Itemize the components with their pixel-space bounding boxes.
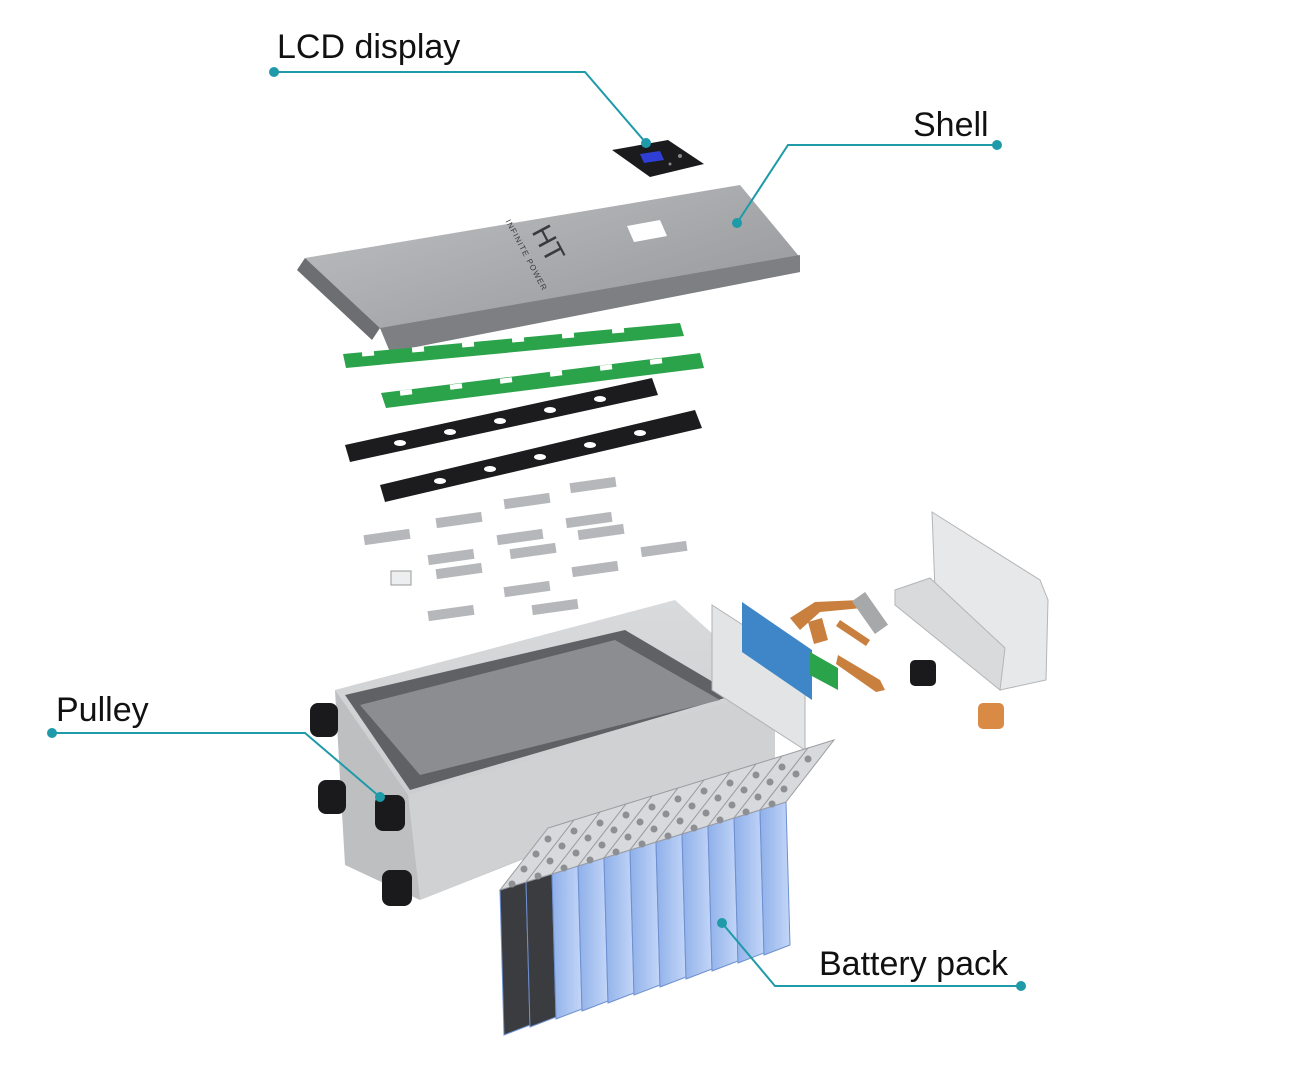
leader-dots — [47, 67, 1026, 991]
cell-terminal — [584, 834, 592, 842]
leader-dot — [641, 138, 651, 148]
cell-terminal — [768, 800, 776, 808]
cell-terminal — [572, 849, 580, 857]
cell-terminal — [596, 819, 604, 827]
battery-cell — [551, 865, 583, 1020]
battery-cell — [629, 841, 661, 996]
battery-pack — [498, 739, 836, 1036]
label-battery-pack: Battery pack — [819, 945, 1008, 983]
shell-cover: HT INFINITE POWER — [297, 185, 800, 352]
copper-bus-parts — [790, 592, 889, 692]
cell-terminal — [702, 809, 710, 817]
label-lcd-display: LCD display — [277, 28, 461, 66]
leader-dot — [732, 218, 742, 228]
label-shell: Shell — [913, 106, 989, 144]
cell-terminal — [610, 826, 618, 834]
battery-cell — [759, 801, 791, 956]
battery-cell — [681, 825, 713, 980]
cell-terminal — [780, 785, 788, 793]
lcd-display-module — [612, 140, 704, 177]
cell-terminal — [558, 842, 566, 850]
battery-cell — [499, 881, 531, 1036]
battery-cell — [525, 873, 557, 1028]
cell-terminal — [792, 770, 800, 778]
leader-dot — [47, 728, 57, 738]
battery-cell — [603, 849, 635, 1004]
cell-terminal — [716, 816, 724, 824]
cell-terminal — [544, 835, 552, 843]
cell-terminal — [742, 808, 750, 816]
mounting-bracket — [894, 511, 1049, 691]
cell-terminal — [664, 832, 672, 840]
cell-terminal — [650, 825, 658, 833]
pulley-wheel — [318, 780, 346, 814]
pcb-strip-1 — [343, 323, 684, 368]
cell-terminal — [598, 841, 606, 849]
cell-terminal — [532, 850, 540, 858]
cell-terminal — [778, 763, 786, 771]
cell-terminal — [570, 827, 578, 835]
cell-terminal — [624, 833, 632, 841]
cell-terminal — [740, 786, 748, 794]
cell-terminal — [534, 872, 542, 880]
battery-cell — [577, 857, 609, 1012]
leader-dot — [717, 918, 727, 928]
cell-terminal — [726, 779, 734, 787]
cell-terminal — [586, 856, 594, 864]
cell-terminal — [674, 795, 682, 803]
cell-terminal — [714, 794, 722, 802]
black-bracket-1 — [345, 378, 658, 462]
cell-terminal — [728, 801, 736, 809]
cell-terminal — [648, 803, 656, 811]
cell-terminal — [754, 793, 762, 801]
cell-terminal — [508, 880, 516, 888]
cell-terminal — [520, 865, 528, 873]
cell-terminal — [636, 818, 644, 826]
leader-lines — [52, 71, 1021, 987]
battery-cell — [707, 817, 739, 972]
battery-cell — [733, 809, 765, 964]
cell-terminal — [676, 817, 684, 825]
pulleys — [310, 703, 412, 906]
cell-terminal — [700, 787, 708, 795]
cell-terminal — [662, 810, 670, 818]
cell-terminal — [612, 848, 620, 856]
bus-bars — [363, 476, 688, 622]
cell-terminal — [766, 778, 774, 786]
leader-lcd — [274, 71, 647, 144]
battery-cell — [655, 833, 687, 988]
cell-terminal — [638, 840, 646, 848]
leader-pulley — [52, 732, 381, 798]
pulley-wheel — [375, 795, 405, 831]
leader-dot — [1016, 981, 1026, 991]
cell-terminal — [804, 755, 812, 763]
cell-terminal — [560, 864, 568, 872]
leader-dot — [269, 67, 279, 77]
leader-battery — [721, 922, 1021, 987]
pulley-wheel — [310, 703, 338, 737]
leader-shell — [736, 144, 997, 224]
label-pulley: Pulley — [56, 691, 149, 729]
cell-terminal — [622, 811, 630, 819]
pulley-wheel — [382, 870, 412, 906]
leader-dot — [375, 792, 385, 802]
terminal-connectors — [910, 660, 1004, 729]
cell-terminal — [546, 857, 554, 865]
pcb-strip-2 — [381, 353, 704, 408]
cell-terminal — [752, 771, 760, 779]
black-bracket-2 — [380, 410, 702, 502]
cell-terminal — [690, 824, 698, 832]
leader-dot — [992, 140, 1002, 150]
cell-terminal — [688, 802, 696, 810]
